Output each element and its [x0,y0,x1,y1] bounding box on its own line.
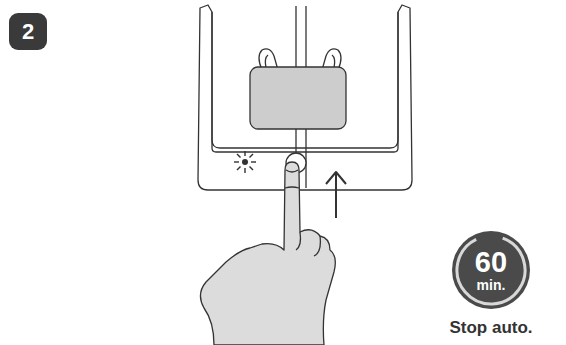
timer-unit: min. [477,278,506,293]
step-number: 2 [22,20,34,43]
timer-caption: Stop auto. [449,318,532,338]
timer-value: 60 [475,247,507,277]
timer-badge: 60min. [452,231,530,309]
step-badge: 2 [9,13,47,50]
